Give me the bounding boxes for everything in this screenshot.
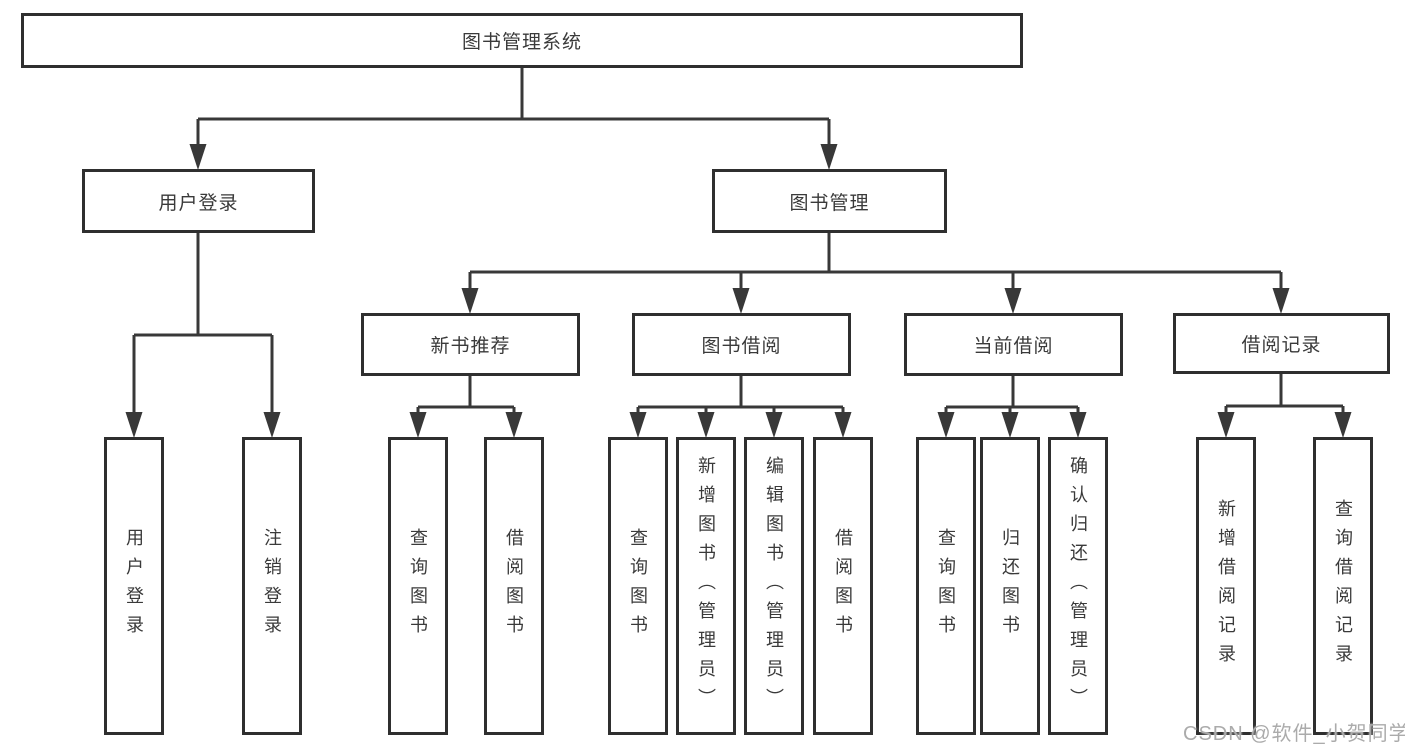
node-leaf-query-books-borrow: 查询图书 — [608, 437, 668, 735]
node-leaf-add-books-admin: 新增图书（管理员） — [676, 437, 736, 735]
arrowhead — [1334, 412, 1352, 438]
node-leaf-return-books: 归还图书 — [980, 437, 1040, 735]
node-group-new-book-recommendation: 新书推荐 — [361, 313, 580, 376]
node-leaf-confirm-return-admin: 确认归还（管理员） — [1048, 437, 1108, 735]
node-leaf-borrow-books-recommend: 借阅图书 — [484, 437, 544, 735]
node-leaf-query-borrow-record: 查询借阅记录 — [1313, 437, 1373, 735]
node-group-borrowing-records: 借阅记录 — [1173, 313, 1390, 374]
node-label: 归还图书 — [1000, 528, 1020, 644]
arrowhead — [1069, 412, 1087, 438]
node-leaf-logout: 注销登录 — [242, 437, 302, 735]
node-branch-book-management: 图书管理 — [712, 169, 947, 233]
node-leaf-edit-books-admin: 编辑图书（管理员） — [744, 437, 804, 735]
node-leaf-user-login: 用户登录 — [104, 437, 164, 735]
node-leaf-query-books-recommend: 查询图书 — [388, 437, 448, 735]
node-label: 新增图书（管理员） — [696, 455, 716, 717]
node-label: 当前借阅 — [973, 336, 1054, 357]
node-label: 借阅图书 — [504, 528, 524, 644]
node-label: 注销登录 — [262, 528, 282, 644]
arrowhead — [937, 412, 955, 438]
arrowhead — [125, 412, 143, 438]
node-group-current-borrowing: 当前借阅 — [904, 313, 1123, 376]
arrowhead — [1217, 412, 1235, 438]
node-label: 借阅记录 — [1241, 335, 1322, 356]
arrowhead — [189, 144, 207, 170]
arrowhead — [732, 288, 750, 314]
node-label: 图书借阅 — [701, 336, 782, 357]
arrowhead — [629, 412, 647, 438]
node-label: 借阅图书 — [833, 528, 853, 644]
node-label: 图书管理系统 — [461, 32, 582, 53]
node-root-library-system: 图书管理系统 — [21, 13, 1023, 68]
arrowhead — [834, 412, 852, 438]
arrowhead — [505, 412, 523, 438]
node-group-book-borrowing: 图书借阅 — [632, 313, 851, 376]
arrowhead — [263, 412, 281, 438]
arrowhead — [1004, 288, 1022, 314]
arrowhead — [820, 144, 838, 170]
node-branch-user-login: 用户登录 — [82, 169, 315, 233]
node-label: 图书管理 — [789, 192, 870, 214]
node-leaf-add-borrow-record: 新增借阅记录 — [1196, 437, 1256, 735]
node-label: 用户登录 — [124, 528, 144, 644]
arrowhead — [1272, 288, 1290, 314]
node-label: 编辑图书（管理员） — [764, 455, 784, 717]
node-leaf-query-books-current: 查询图书 — [916, 437, 976, 735]
node-label: 新书推荐 — [430, 336, 511, 357]
csdn-watermark: CSDN @软件_小贺同学 — [1183, 723, 1405, 745]
node-label: 确认归还（管理员） — [1068, 455, 1088, 717]
node-label: 查询图书 — [628, 528, 648, 644]
arrowhead — [409, 412, 427, 438]
arrowhead — [1001, 412, 1019, 438]
arrowhead — [697, 412, 715, 438]
node-label: 查询借阅记录 — [1333, 499, 1353, 673]
arrowhead — [461, 288, 479, 314]
node-label: 用户登录 — [158, 192, 239, 214]
node-label: 新增借阅记录 — [1216, 499, 1236, 673]
node-label: 查询图书 — [408, 528, 428, 644]
node-label: 查询图书 — [936, 528, 956, 644]
arrowhead — [765, 412, 783, 438]
node-leaf-borrow-books: 借阅图书 — [813, 437, 873, 735]
